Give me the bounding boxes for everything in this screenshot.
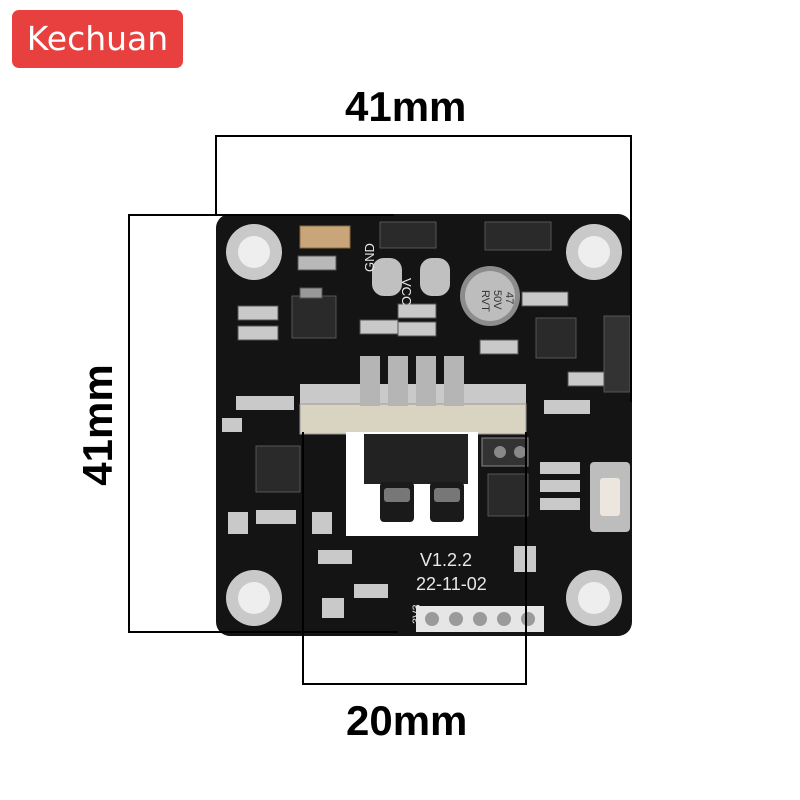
svg-text:47: 47 bbox=[503, 292, 515, 304]
pressure-sensor bbox=[299, 356, 527, 536]
capacitor-marking: 47 50V RVT bbox=[479, 290, 515, 312]
silkscreen-text: GND VCC V1.2.2 22-11-02 3V3 bbox=[362, 243, 487, 624]
3v3-label: 3V3 bbox=[411, 604, 423, 624]
svg-text:RVT: RVT bbox=[479, 290, 491, 312]
mounting-holes bbox=[226, 224, 622, 626]
svg-text:50V: 50V bbox=[491, 290, 503, 310]
date-text: 22-11-02 bbox=[416, 574, 487, 594]
electrolytic-capacitor bbox=[460, 266, 520, 326]
width-dimension-label: 41mm bbox=[345, 83, 467, 130]
right-components bbox=[481, 400, 630, 572]
gnd-label: GND bbox=[362, 243, 377, 272]
brand-badge: Kechuan bbox=[12, 10, 183, 68]
vcc-label: VCC bbox=[399, 278, 414, 305]
dimension-lines bbox=[128, 135, 632, 685]
version-text: V1.2.2 bbox=[420, 550, 472, 570]
power-pads bbox=[372, 258, 450, 296]
sensor-width-dimension-label: 20mm bbox=[346, 697, 468, 744]
left-components bbox=[222, 396, 388, 618]
pin-header bbox=[416, 606, 544, 632]
top-components bbox=[237, 221, 631, 393]
